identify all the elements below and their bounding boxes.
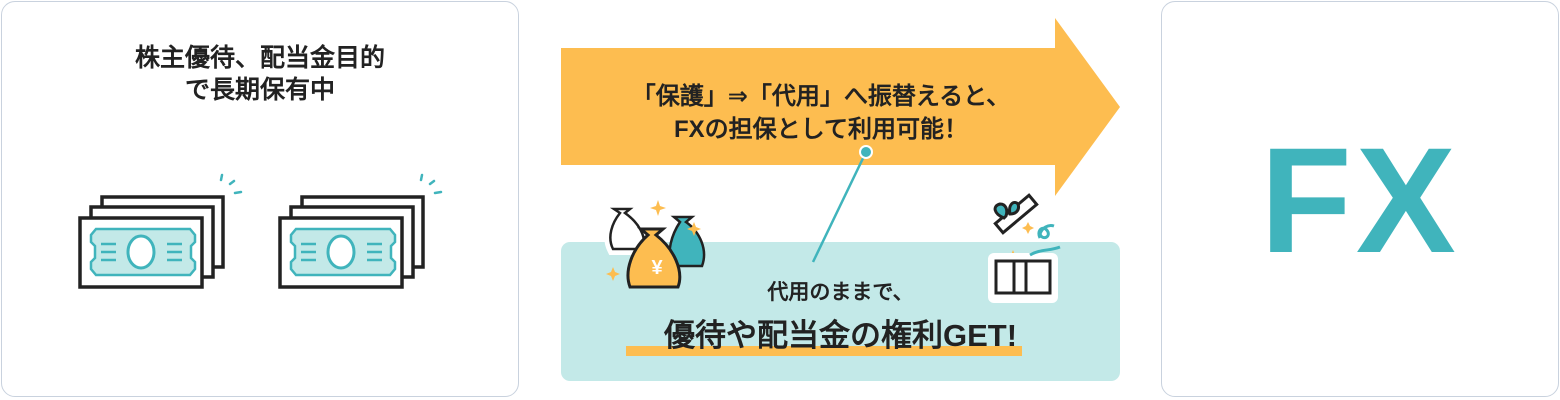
transfer-message-line1: 「保護」⇒「代用」へ振替えると、 [631, 83, 1011, 110]
svg-text:¥: ¥ [651, 257, 663, 279]
benefit-headline: 優待や配当金の権利GET! [663, 318, 1018, 353]
holding-title: 株主優待、配当金目的 で長期保有中 [0, 42, 520, 106]
banknotes-icon [78, 173, 443, 289]
holding-title-line1: 株主優待、配当金目的 [134, 44, 385, 72]
fx-card [1161, 1, 1559, 397]
transfer-message-line2: FXの担保として利用可能！ [674, 116, 968, 143]
holding-card [1, 1, 519, 397]
transfer-message: 「保護」⇒「代用」へ振替えると、 FXの担保として利用可能！ [561, 80, 1081, 146]
benefit-subtitle: 代用のままで、 [767, 281, 914, 304]
holding-title-line2: で長期保有中 [184, 76, 335, 104]
money-bags-icon: ¥ [594, 203, 706, 289]
arrow-shape [561, 18, 1120, 196]
gift-box-icon [988, 193, 1061, 303]
fx-label: FX [1260, 116, 1460, 284]
